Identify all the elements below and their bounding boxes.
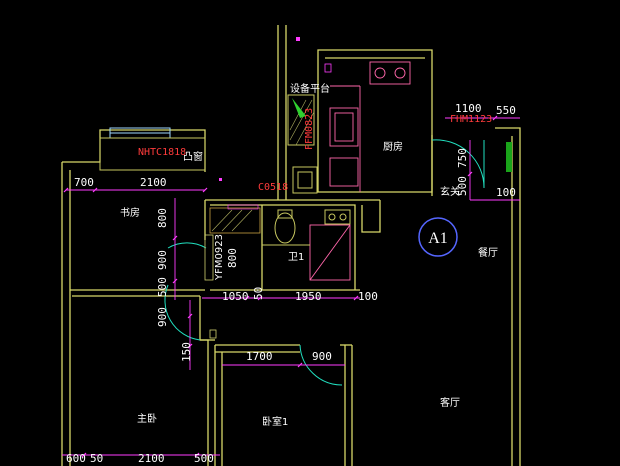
dim-mid-1950: 1950 — [295, 290, 322, 303]
dim-study-500: 500 — [156, 277, 169, 297]
dimension-texts: 700 2100 1100 550 750 500 100 800 900 50… — [66, 102, 516, 465]
room-living: 客厅 — [440, 396, 460, 409]
dim-study-800: 800 — [156, 208, 169, 228]
bay-window — [99, 127, 206, 171]
room-labels: 书房 厨房 客厅 餐厅 主卧 卧室1 玄关 设备平台 凸窗 卫1 — [120, 82, 498, 428]
dim-mid-50: 50 — [252, 287, 265, 300]
tag-fhm: FHM1123 — [450, 114, 492, 125]
doors — [164, 139, 512, 386]
dim-top-2100: 2100 — [140, 176, 167, 189]
room-bay-window: 凸窗 — [183, 150, 203, 163]
dim-mid-100: 100 — [358, 290, 378, 303]
tag-ffm: FFM0823 — [304, 108, 315, 150]
tag-c0518: C0518 — [258, 182, 288, 193]
dim-right-100: 100 — [496, 186, 516, 199]
room-kitchen: 厨房 — [383, 140, 403, 153]
dim-bed-900: 900 — [312, 350, 332, 363]
kitchen-fixtures — [292, 61, 411, 194]
room-master: 主卧 — [137, 412, 157, 425]
room-entrance: 玄关 — [440, 185, 460, 198]
equipment-platform — [287, 94, 315, 146]
dim-bed-1700: 1700 — [246, 350, 273, 363]
dim-mid-1050: 1050 — [222, 290, 249, 303]
walls — [61, 25, 521, 466]
window-tags: NHTC1818 FHM1123 C0518 FFM0823 YFM0923 — [138, 108, 492, 281]
dim-top-1100: 1100 — [455, 102, 482, 115]
room-dining: 餐厅 — [478, 246, 498, 259]
dim-right-750: 750 — [456, 148, 469, 168]
dimension-lines — [62, 115, 520, 458]
tag-nhtc: NHTC1818 — [138, 147, 186, 158]
room-equipment-platform: 设备平台 — [290, 82, 330, 95]
wc-fixtures — [209, 207, 351, 281]
dim-bot-50: 50 — [90, 452, 103, 465]
axis-bubble: A1 — [418, 217, 458, 257]
dim-bot-2100: 2100 — [138, 452, 165, 465]
room-wc: 卫1 — [288, 252, 304, 263]
axis-label: A1 — [428, 230, 448, 247]
room-study: 书房 — [120, 206, 140, 219]
dim-top-700: 700 — [74, 176, 94, 189]
dim-bot-500: 500 — [194, 452, 214, 465]
dim-bot-600: 600 — [66, 452, 86, 465]
dim-top-550: 550 — [496, 104, 516, 117]
dim-left-150: 150 — [180, 342, 193, 362]
dim-left-900: 900 — [156, 307, 169, 327]
dim-wc-800: 800 — [226, 248, 239, 268]
room-bedroom1: 卧室1 — [262, 415, 288, 428]
dim-right-500: 500 — [456, 176, 469, 196]
dim-study-900: 900 — [156, 250, 169, 270]
tag-ymd: YFM0923 — [214, 234, 225, 281]
